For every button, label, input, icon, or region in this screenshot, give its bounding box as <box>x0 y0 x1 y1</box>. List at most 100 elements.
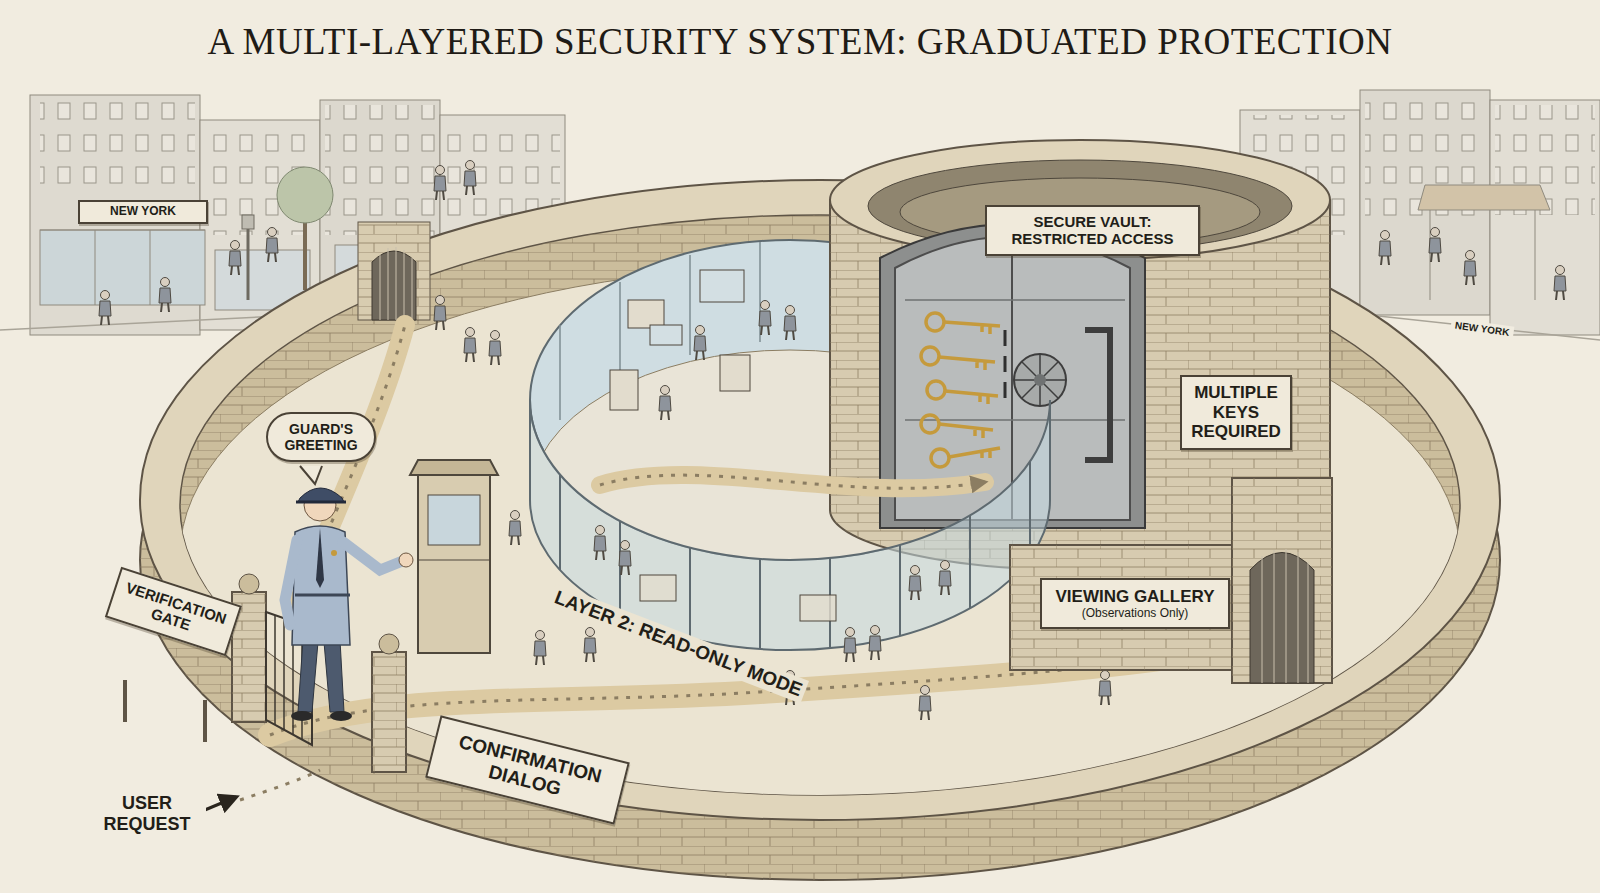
speech-bubble: GUARD'S GREETING <box>266 412 376 462</box>
illustration-part <box>239 574 259 594</box>
illustration-part <box>939 424 993 438</box>
sign-text: SECURE VAULT: RESTRICTED ACCESS <box>993 213 1192 248</box>
path-arrow <box>600 475 985 488</box>
vault-sign: SECURE VAULT: RESTRICTED ACCESS <box>985 205 1200 256</box>
gallery-footpath <box>600 475 985 488</box>
guard-booth <box>410 460 498 653</box>
illustration-part <box>464 328 476 363</box>
illustration-part <box>399 553 413 567</box>
diagram-title: A MULTI-LAYERED SECURITY SYSTEM: GRADUAT… <box>208 20 1393 63</box>
illustration-part <box>909 566 921 601</box>
illustration-part <box>358 222 430 320</box>
illustration-part <box>921 347 939 365</box>
illustration-part <box>594 526 606 561</box>
illustration-part <box>939 357 995 370</box>
outer-wall <box>140 180 1500 880</box>
illustration-part <box>298 488 344 502</box>
illustration-part <box>1011 236 1013 520</box>
illustration-part <box>229 241 241 276</box>
illustration-part <box>242 215 254 229</box>
illustration-part <box>919 686 931 721</box>
illustration-part <box>277 167 333 223</box>
illustration-part <box>40 100 195 195</box>
keys-sign: MULTIPLE KEYS REQUIRED <box>1180 375 1292 450</box>
illustration-part <box>298 640 318 712</box>
illustration-part <box>247 225 250 300</box>
illustration-part <box>372 251 416 320</box>
back-gate <box>358 222 430 320</box>
illustration-part <box>343 542 400 570</box>
illustration-part <box>240 770 320 800</box>
illustration-part <box>830 140 1330 260</box>
illustration-part <box>1010 545 1235 670</box>
illustration-part <box>659 386 671 421</box>
illustration-part <box>1004 330 1007 398</box>
illustration-part <box>372 652 406 772</box>
street-sign: NEW YORK <box>78 200 208 224</box>
illustration-part <box>949 448 1000 458</box>
illustration-part <box>1232 478 1332 683</box>
sign-subtext: (Observations Only) <box>1049 607 1221 621</box>
illustration-part <box>945 391 998 404</box>
illustration-part <box>926 313 944 331</box>
sign-text: GUARD'S GREETING <box>275 421 367 453</box>
illustration-part <box>1034 374 1046 386</box>
illustration-part <box>296 501 346 504</box>
illustration-part <box>285 540 297 625</box>
illustration-part <box>869 626 881 661</box>
illustration-part <box>610 370 638 410</box>
illustration-part <box>1429 228 1441 263</box>
illustration-part <box>428 495 480 545</box>
illustration-part <box>584 628 596 663</box>
sign-text: MULTIPLE KEYS REQUIRED <box>1188 383 1284 442</box>
illustration-part <box>325 105 435 235</box>
sign-text: NEW YORK <box>83 205 203 219</box>
illustration-part <box>40 230 205 305</box>
illustration-part <box>1554 266 1566 301</box>
illustration-part <box>331 550 337 556</box>
illustration-part <box>939 561 951 596</box>
illustration-part <box>418 475 490 653</box>
illustration-part <box>99 291 111 326</box>
illustration-part <box>434 166 446 201</box>
illustration-part <box>434 296 446 331</box>
security-guard <box>285 466 413 721</box>
illustration-part <box>291 711 313 721</box>
illustration-part <box>372 652 406 772</box>
illustration-part <box>700 270 744 302</box>
illustration-part <box>931 449 949 467</box>
illustration-part <box>418 560 490 561</box>
illustration-part <box>1014 354 1066 406</box>
illustration-part <box>640 575 676 601</box>
illustration-part <box>464 161 476 196</box>
illustration-part <box>380 247 412 320</box>
illustration-part <box>1232 478 1332 683</box>
illustration-part <box>800 595 836 621</box>
illustration-part <box>1085 330 1110 460</box>
illustration-part <box>358 222 430 320</box>
illustration-part <box>650 325 682 345</box>
illustration-part <box>1379 231 1391 266</box>
illustration-part <box>379 634 399 654</box>
gallery-sign: VIEWING GALLERY(Observations Only) <box>1040 578 1230 629</box>
illustration-part <box>445 120 560 220</box>
illustration-part <box>921 313 1000 467</box>
illustration-part <box>125 680 205 742</box>
illustration-part <box>905 300 1125 420</box>
illustration-part <box>1250 553 1314 684</box>
illustration-part <box>300 466 322 484</box>
illustration-part <box>1490 100 1600 335</box>
illustration-part <box>303 215 307 290</box>
illustration-part <box>628 300 664 328</box>
illustration-part <box>1430 210 1535 300</box>
user-request-arrow <box>200 770 320 812</box>
sign-text: VIEWING GALLERY <box>1049 587 1221 607</box>
illustration-part <box>921 415 939 433</box>
illustration-part <box>489 331 501 366</box>
illustration-part <box>1099 671 1111 706</box>
illustration-part <box>844 628 856 663</box>
illustration-part <box>266 228 278 263</box>
illustration-part <box>1014 354 1066 406</box>
